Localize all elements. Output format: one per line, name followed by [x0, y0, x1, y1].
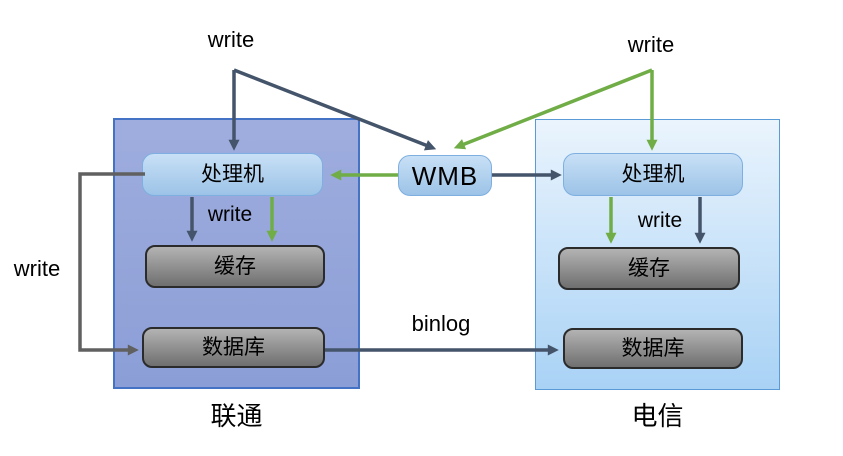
edge-label-write-top-left: write [207, 27, 255, 52]
node-cache-left-label: 缓存 [214, 255, 256, 278]
node-wmb-label: WMB [411, 160, 479, 191]
node-processor-right: 处理机 [563, 153, 743, 196]
node-database-right-label: 数据库 [621, 337, 685, 360]
node-processor-right-label: 处理机 [621, 163, 685, 186]
edge-label-write-outer-left: write [13, 256, 61, 281]
node-cache-right: 缓存 [558, 247, 740, 290]
node-processor-left: 处理机 [142, 153, 323, 196]
edge-label-write-inner-left: write [207, 203, 253, 226]
edge-label-write-top-right: write [627, 32, 675, 57]
system-title-telecom: 电信 [631, 402, 684, 431]
node-processor-left-label: 处理机 [201, 163, 264, 186]
system-title-unicom: 联通 [210, 402, 263, 431]
edge-label-write-inner-right: write [637, 209, 683, 232]
node-wmb: WMB [398, 155, 492, 196]
edge-label-binlog: binlog [411, 311, 471, 336]
node-cache-left: 缓存 [145, 245, 325, 288]
node-database-right: 数据库 [563, 328, 743, 369]
node-database-left: 数据库 [142, 327, 325, 368]
node-database-left-label: 数据库 [202, 336, 265, 359]
node-cache-right-label: 缓存 [628, 257, 670, 280]
